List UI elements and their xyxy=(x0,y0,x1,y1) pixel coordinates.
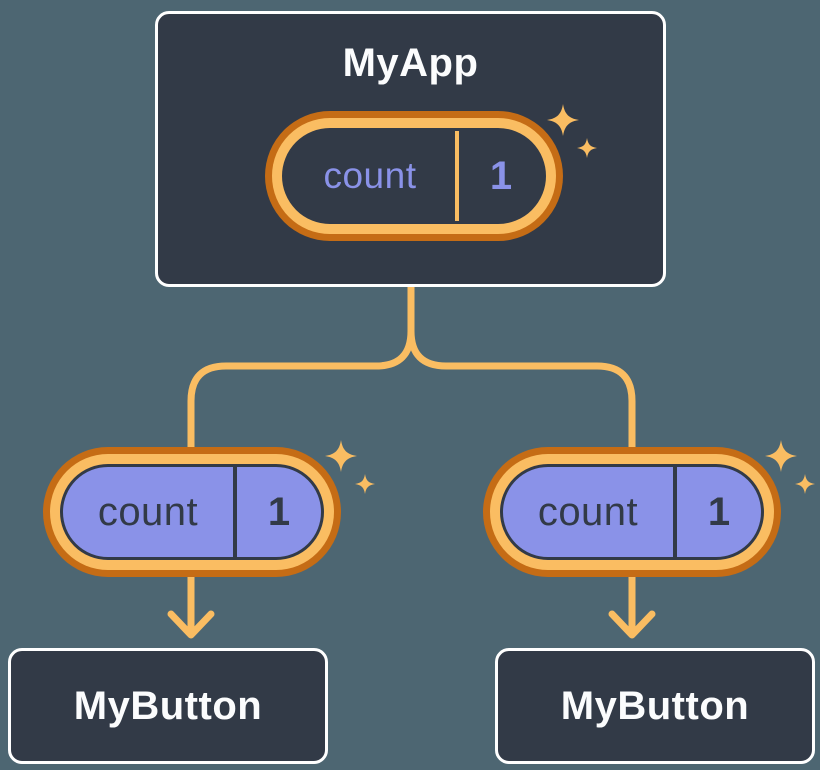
state-pill-mybutton-right: count 1 xyxy=(483,440,815,577)
state-pill-divider xyxy=(455,131,459,221)
branch-right-line xyxy=(407,278,636,576)
state-name-label: count xyxy=(97,489,199,534)
state-pill-ring: count 1 xyxy=(50,454,334,570)
node-mybutton-right-title: MyButton xyxy=(560,683,750,728)
arrow-left-head-icon xyxy=(167,610,215,639)
branch-left-line xyxy=(187,278,415,576)
node-myapp-title: MyApp xyxy=(342,41,479,85)
state-pill-myapp: count 1 xyxy=(265,104,597,241)
node-mybutton-right: MyButton xyxy=(495,648,815,764)
node-mybutton-left-title: MyButton xyxy=(73,683,263,728)
state-value-label: 1 xyxy=(489,153,513,198)
state-pill-body: count 1 xyxy=(500,464,764,560)
state-value-label: 1 xyxy=(267,489,291,534)
state-pill-mybutton-left: count 1 xyxy=(43,440,375,577)
state-pill-body: count 1 xyxy=(60,464,324,560)
state-pill-divider xyxy=(233,467,237,557)
node-mybutton-left: MyButton xyxy=(8,648,328,764)
state-pill-ring: count 1 xyxy=(272,118,556,234)
state-name-label: count xyxy=(537,489,639,534)
state-value-label: 1 xyxy=(707,489,731,534)
state-name-label: count xyxy=(323,155,417,196)
arrow-right-head-icon xyxy=(608,610,656,639)
state-pill-body: count 1 xyxy=(282,128,546,224)
state-pill-divider xyxy=(673,467,677,557)
state-pill-ring: count 1 xyxy=(490,454,774,570)
